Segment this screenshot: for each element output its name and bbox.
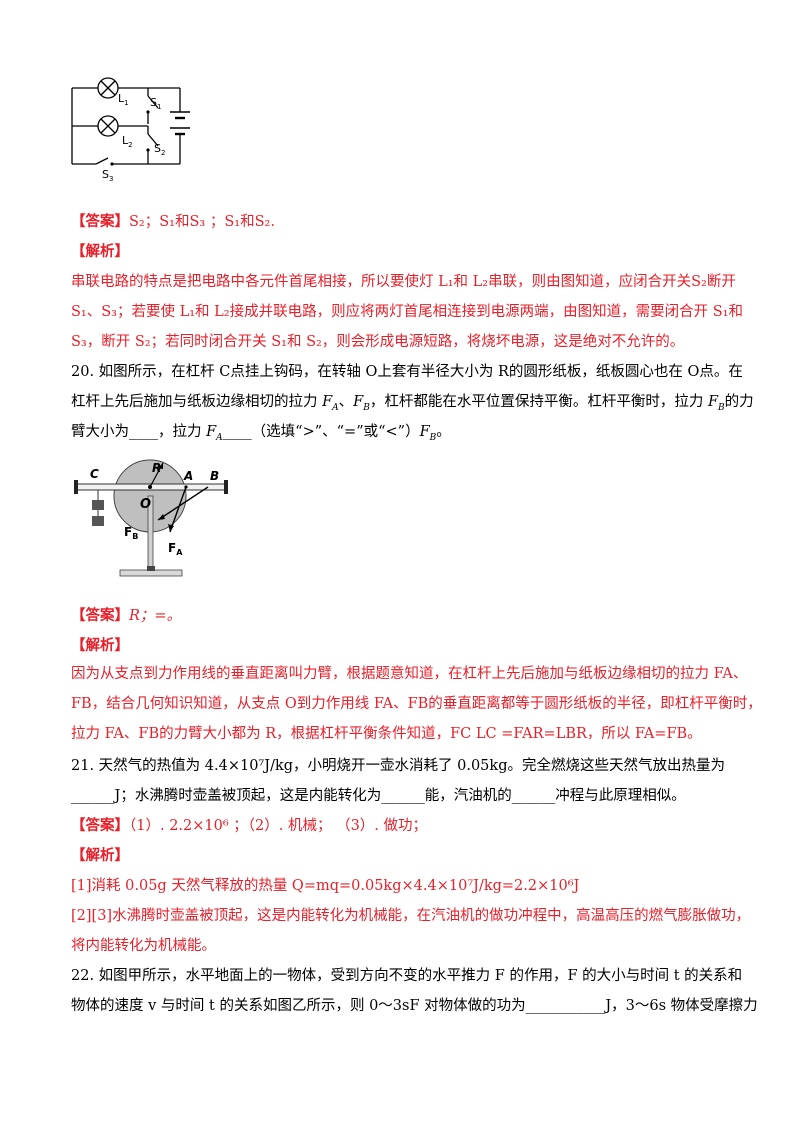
q19-analysis-line: S₃，断开 S₂；若同时闭合开关 S₁和 S₂，则会形成电源短路，将烧坏电源，这…	[71, 334, 685, 350]
q20-question-line: 臂大小为____，拉力 FA____（选填“>”、“=”或“<”）FB。	[71, 424, 451, 443]
q21-question-line: 21. 天然气的热值为 4.4×10⁷J/kg，小明烧开一壶水消耗了 0.05k…	[71, 758, 725, 774]
q21-analysis-line: 将内能转化为机械能。	[71, 938, 216, 954]
q19-analysis-line: 串联电路的特点是把电路中各元件首尾相接，所以要使灯 L₁和 L₂串联，则由图知道…	[71, 274, 736, 290]
q20-analysis-line: FB，结合几何知识知道，从支点 O到力作用线 FA、FB的垂直距离都等于圆形纸板…	[71, 696, 762, 712]
q21-analysis-tag: 【解析】	[71, 847, 129, 864]
label-C: C	[90, 467, 99, 481]
svg-text:S1: S1	[150, 96, 161, 111]
q20-analysis-line: 拉力 FA、FB的力臂大小都为 R，根据杠杆平衡条件知道，FC LC =FAR=…	[71, 726, 702, 742]
svg-text:L2: L2	[122, 134, 133, 149]
q20-answer: 【答案】R；=。	[71, 607, 182, 624]
svg-text:S3: S3	[102, 168, 113, 183]
lever-diagram: C R A B O FB FA	[74, 459, 228, 577]
q20-question-line: 杠杆上先后施加与纸板边缘相切的拉力 FA、FB，杠杆都能在水平位置保持平衡。杠杆…	[71, 394, 754, 413]
svg-text:S2: S2	[154, 142, 165, 157]
label-B: B	[210, 469, 219, 483]
q22-question-line: 22. 如图甲所示，水平地面上的一物体，受到方向不变的水平推力 F 的作用，F …	[71, 968, 743, 984]
q19-analysis-line: S₁、S₃；若要使 L₁和 L₂接成并联电路，则应将两灯首尾相连接到电源两端，由…	[71, 304, 743, 320]
svg-text:L1: L1	[118, 92, 129, 107]
q21-answer: 【答案】（1）. 2.2×10⁶ ；（2）. 机械； （3）. 做功；	[71, 817, 428, 834]
label-FB: FB	[124, 525, 138, 541]
label-L1: L	[118, 92, 125, 105]
q19-analysis-tag: 【解析】	[71, 243, 129, 260]
circuit-diagram: L1 S1 L2 S2 S3	[71, 77, 190, 183]
label-A: A	[183, 469, 193, 483]
q21-analysis-line: [1]消耗 0.05g 天然气释放的热量 Q=mq=0.05kg×4.4×10⁷…	[71, 878, 580, 894]
q19-answer: 【答案】S₂；S₁和S₃ ；S₁和S₂.	[71, 213, 275, 230]
label-O: O	[140, 497, 151, 512]
q20-question-line: 20. 如图所示，在杠杆 C点挂上钩码，在转轴 O上套有半径大小为 R的圆形纸板…	[71, 364, 743, 380]
q21-analysis-line: [2][3]水沸腾时壶盖被顶起，这是内能转化为机械能，在汽油机的做功冲程中，高温…	[71, 908, 751, 924]
label-R: R	[152, 461, 161, 475]
q20-analysis-line: 因为从支点到力作用线的垂直距离叫力臂，根据题意知道，在杠杆上先后施加与纸板边缘相…	[71, 666, 748, 682]
label-FA: FA	[168, 541, 183, 557]
q20-analysis-tag: 【解析】	[71, 637, 129, 654]
q21-question-line: ______J；水沸腾时壶盖被顶起，这是内能转化为______能，汽油机的___…	[71, 788, 686, 804]
q22-question-line: 物体的速度 v 与时间 t 的关系如图乙所示，则 0～3sF 对物体做的功为__…	[71, 998, 758, 1014]
